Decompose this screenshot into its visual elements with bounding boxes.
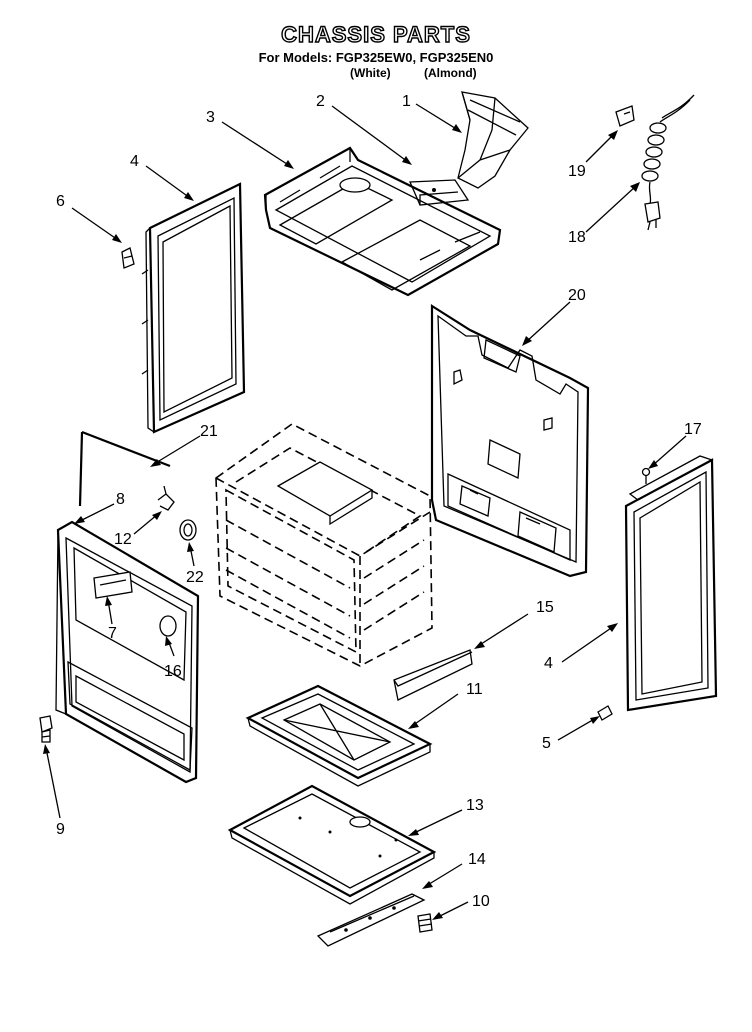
part-7-label bbox=[93, 571, 133, 599]
callout-7: 7 bbox=[108, 625, 117, 642]
callout-labels: 1 2 3 4 6 19 18 20 21 8 12 22 7 16 9 17 … bbox=[56, 93, 702, 910]
part-5-clip bbox=[597, 705, 613, 721]
callout-1: 1 bbox=[402, 93, 411, 110]
leader-lines bbox=[43, 103, 687, 920]
part-17-screw bbox=[641, 467, 651, 484]
page-title: CHASSIS PARTS bbox=[280, 21, 471, 47]
part-19-bracket bbox=[615, 105, 635, 127]
callout-6: 6 bbox=[56, 193, 65, 210]
part-10-screw bbox=[417, 913, 433, 933]
callout-3: 3 bbox=[206, 109, 215, 126]
callout-8: 8 bbox=[116, 491, 125, 508]
callout-18: 18 bbox=[568, 229, 586, 246]
callout-13: 13 bbox=[466, 797, 484, 814]
callout-4: 4 bbox=[130, 153, 139, 170]
part-20-rear-panel bbox=[430, 304, 590, 578]
variant-almond: (Almond) bbox=[424, 66, 477, 80]
part-22-plug bbox=[179, 519, 197, 541]
part-9-leveling-leg bbox=[39, 715, 53, 743]
part-21-gasket bbox=[78, 430, 171, 507]
callout-21: 21 bbox=[200, 423, 218, 440]
part-15-strip bbox=[393, 649, 473, 701]
part-16-button bbox=[159, 615, 177, 637]
part-3-burner-box bbox=[263, 146, 502, 297]
models-line: For Models: FGP325EW0, FGP325EN0 bbox=[258, 50, 494, 65]
part-12-clip bbox=[157, 485, 175, 511]
callout-17: 17 bbox=[684, 421, 702, 438]
part-4-left-side-panel bbox=[141, 182, 246, 434]
part-2-bracket bbox=[409, 179, 470, 206]
callout-5: 5 bbox=[542, 735, 551, 752]
callout-12: 12 bbox=[114, 531, 132, 548]
callout-9: 9 bbox=[56, 821, 65, 838]
part-1-vent-duct bbox=[457, 91, 529, 189]
part-14-rail bbox=[316, 893, 426, 947]
part-4-right-side-panel bbox=[624, 455, 718, 712]
callout-16: 16 bbox=[164, 663, 182, 680]
callout-11: 11 bbox=[466, 681, 483, 698]
callout-20: 20 bbox=[568, 287, 586, 304]
part-8-front-frame bbox=[55, 520, 200, 784]
oven-cavity bbox=[215, 423, 433, 667]
callout-14: 14 bbox=[468, 851, 486, 868]
part-13-oven-bottom bbox=[227, 784, 437, 905]
part-11-broiler-pan bbox=[245, 684, 433, 787]
callout-4-right: 4 bbox=[544, 655, 553, 672]
part-6-clip bbox=[121, 247, 135, 269]
callout-10: 10 bbox=[472, 893, 490, 910]
callout-15: 15 bbox=[536, 599, 554, 616]
callout-22: 22 bbox=[186, 569, 204, 586]
part-18-power-cord bbox=[641, 94, 695, 231]
callout-2: 2 bbox=[316, 93, 325, 110]
variant-white: (White) bbox=[350, 66, 391, 80]
callout-19: 19 bbox=[568, 163, 586, 180]
